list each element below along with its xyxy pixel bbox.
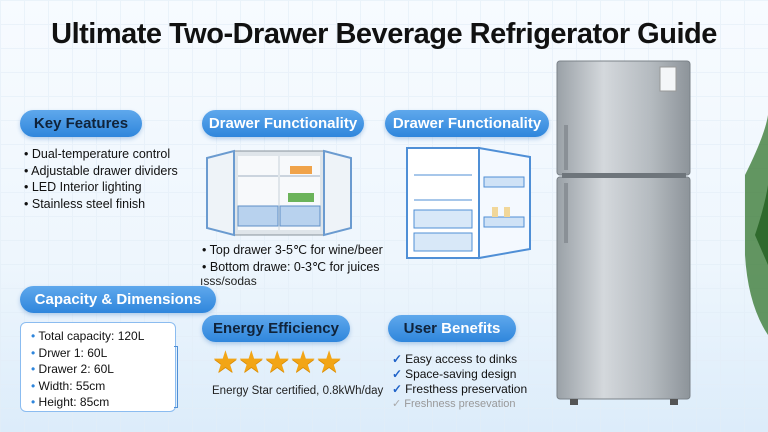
check-icon: ✓ (392, 382, 403, 396)
list-item: ✓Easy access to dinks (392, 352, 527, 367)
list-item: LED Interior lighting (24, 179, 178, 196)
check-icon: ✓ (392, 398, 402, 410)
item-text: Space-saving design (405, 367, 517, 381)
list-item: Width: 55cm (31, 378, 175, 395)
item-text: Easy access to dinks (405, 352, 518, 366)
heading-part: Benefits (441, 320, 501, 337)
list-item: ✓Space-saving design (392, 367, 527, 382)
list-item: Total capacity: 120L (31, 328, 175, 345)
heading-part: User (403, 320, 437, 337)
drawer-functionality-list: Top drawer 3-5℃ for wine/beer Bottom dra… (202, 242, 383, 275)
open-fridge-illustration (206, 149, 352, 237)
item-text: Freshness presevation (404, 398, 516, 410)
drawer-functionality-heading: Drawer Functionality (202, 110, 364, 137)
list-item: Adjustable drawer dividers (24, 163, 178, 180)
dimension-bracket (174, 346, 178, 408)
check-icon: ✓ (392, 352, 403, 366)
page-title: Ultimate Two-Drawer Beverage Refrigerato… (51, 18, 717, 50)
list-item: Drwer 1: 60L (31, 345, 175, 362)
user-benefits-heading: User Benefits (388, 315, 516, 342)
capacity-dimensions-heading: Capacity & Dimensions (20, 286, 216, 313)
list-item: Height: 85cm (31, 394, 175, 411)
key-features-list: Dual-temperature control Adjustable draw… (24, 146, 178, 212)
list-item: Top drawer 3-5℃ for wine/beer (202, 242, 383, 259)
item-text: Fresthess preservation (405, 382, 528, 396)
list-item: ✓Freshness presevation (392, 397, 527, 412)
capacity-box: Total capacity: 120L Drwer 1: 60L Drawer… (20, 322, 176, 412)
drawer-functionality-heading-2: Drawer Functionality (385, 110, 549, 137)
drawer-functionality-trailing-text: ısѕѕ/sodas (200, 274, 257, 288)
energy-efficiency-heading: Energy Efficiency (202, 315, 350, 342)
fridge-line-illustration (406, 146, 531, 260)
star-rating: ★★★★★ (212, 346, 342, 379)
energy-caption: Energy Star certified, 0.8kWh/day (212, 385, 384, 397)
check-icon: ✓ (392, 367, 403, 381)
key-features-heading: Key Features (20, 110, 142, 137)
refrigerator-product-image (556, 60, 768, 405)
list-item: Bottom drawe: 0-3℃ for juices (202, 259, 383, 276)
list-item: Drawer 2: 60L (31, 361, 175, 378)
list-item: ✓Fresthess preservation (392, 382, 527, 397)
benefits-list: ✓Easy access to dinks ✓Space-saving desi… (392, 352, 527, 412)
list-item: Stainless steel finish (24, 196, 178, 213)
list-item: Dual-temperature control (24, 146, 178, 163)
